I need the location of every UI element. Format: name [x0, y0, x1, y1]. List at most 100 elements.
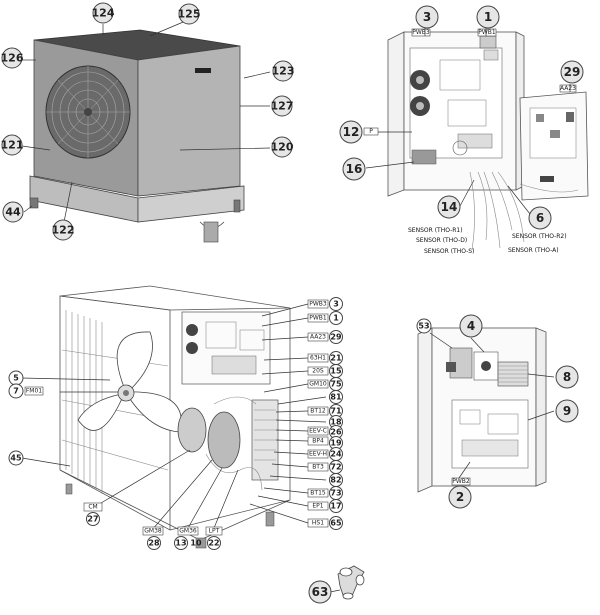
svg-text:13: 13	[175, 539, 186, 548]
callout-5: 5	[8, 370, 24, 386]
svg-text:75: 75	[330, 380, 342, 389]
tag-gm38: GM38	[142, 526, 164, 536]
callout-63: 63	[308, 580, 332, 604]
svg-text:73: 73	[330, 489, 341, 498]
callout-4: 4	[459, 314, 483, 338]
svg-text:44: 44	[5, 206, 21, 219]
callout-22: 22	[207, 536, 221, 550]
callout-1-internal: 1	[329, 311, 343, 325]
svg-text:10: 10	[190, 539, 202, 548]
callout-29: 29	[560, 60, 584, 84]
sensor-tho-r1: SENSOR (THO-R1)	[408, 227, 463, 234]
exterior-view: 124 125 126 123 127 121 120 44 122	[1, 2, 294, 243]
svg-text:9: 9	[563, 404, 571, 418]
svg-text:FM01: FM01	[26, 388, 42, 395]
callout-3-internal: 3	[329, 297, 343, 311]
svg-text:15: 15	[330, 367, 342, 376]
svg-text:121: 121	[1, 139, 24, 152]
svg-text:3: 3	[423, 10, 431, 24]
svg-text:16: 16	[346, 162, 363, 176]
callout-125: 125	[178, 3, 201, 25]
callout-124: 124	[92, 2, 115, 24]
tag-fm01: FM01	[24, 386, 44, 396]
brand-logo	[195, 68, 211, 73]
svg-text:GM36: GM36	[179, 528, 197, 535]
svg-text:GM38: GM38	[144, 528, 162, 535]
callout-28: 28	[147, 536, 161, 550]
svg-text:17: 17	[330, 502, 341, 511]
svg-text:CM: CM	[88, 504, 97, 511]
callout-16: 16	[342, 157, 366, 181]
svg-text:BT15: BT15	[310, 490, 326, 497]
internal-view: 5 7 FM01 45 PWB3 3 PWB1 1	[8, 285, 343, 550]
callout-121: 121	[1, 134, 24, 156]
callout-21: 21	[329, 351, 343, 365]
tag-pwb3-internal: PWB3	[307, 299, 329, 309]
tag-63h1: 63H1	[307, 353, 329, 363]
svg-text:72: 72	[330, 463, 341, 472]
svg-text:53: 53	[418, 322, 429, 331]
svg-text:82: 82	[330, 476, 341, 485]
svg-text:7: 7	[13, 387, 19, 396]
callout-44: 44	[2, 201, 24, 223]
tag-gm10: GM10	[307, 379, 329, 389]
svg-text:28: 28	[148, 539, 160, 548]
svg-text:P: P	[369, 128, 373, 135]
svg-text:BP4: BP4	[312, 438, 324, 445]
svg-text:EEV-C: EEV-C	[309, 428, 327, 435]
callout-82: 82	[329, 473, 343, 487]
svg-text:24: 24	[330, 450, 342, 459]
svg-text:HS1: HS1	[312, 520, 324, 527]
svg-text:120: 120	[271, 141, 294, 154]
callout-24: 24	[329, 447, 343, 461]
svg-text:125: 125	[178, 8, 201, 21]
svg-text:8: 8	[563, 370, 571, 384]
sensor-tho-r2: SENSOR (THO-R2)	[512, 233, 567, 240]
svg-text:2: 2	[456, 490, 464, 504]
callout-7: 7	[8, 383, 24, 399]
svg-text:27: 27	[87, 515, 98, 524]
svg-text:12: 12	[343, 125, 360, 139]
svg-text:PWB1: PWB1	[309, 315, 327, 322]
svg-text:29: 29	[330, 333, 342, 342]
tag-20s: 20S	[307, 366, 329, 376]
callout-19: 19	[329, 436, 343, 450]
tag-hs1: HS1	[307, 518, 329, 528]
svg-text:BT3: BT3	[312, 464, 324, 471]
svg-text:6: 6	[536, 211, 544, 225]
svg-text:AA23: AA23	[560, 85, 576, 92]
svg-text:14: 14	[441, 200, 458, 214]
tag-aa23: AA23	[559, 84, 577, 93]
svg-text:22: 22	[208, 539, 219, 548]
svg-text:1: 1	[484, 10, 492, 24]
callout-1: 1	[476, 5, 500, 29]
tag-pwb3: PWB3	[411, 28, 431, 37]
tag-bt15: BT15	[307, 488, 329, 498]
callout-53: 53	[416, 318, 432, 334]
svg-text:LPT: LPT	[209, 528, 220, 535]
svg-text:GM10: GM10	[309, 381, 327, 388]
callout-27: 27	[86, 512, 100, 526]
tag-pwb1: PWB1	[477, 28, 497, 37]
callout-17: 17	[329, 499, 343, 513]
tag-pwb1-internal: PWB1	[307, 313, 329, 323]
svg-text:126: 126	[1, 52, 24, 65]
tag-pwb2: PWB2	[451, 477, 471, 486]
sensor-tho-d: SENSOR (THO-D)	[416, 237, 467, 244]
svg-text:EP1: EP1	[312, 503, 323, 510]
tag-p: P	[363, 127, 379, 136]
svg-text:EEV-H: EEV-H	[309, 451, 327, 458]
tag-bp4: BP4	[307, 436, 329, 446]
tag-ep1: EP1	[307, 501, 329, 511]
callout-9: 9	[555, 399, 579, 423]
callout-120: 120	[271, 136, 294, 158]
callout-72: 72	[329, 460, 343, 474]
control-box-view: 53 4 8 9 PWB2 2	[416, 314, 579, 509]
callout-13: 13	[174, 536, 188, 550]
callout-122: 122	[52, 219, 74, 241]
fan-grille	[45, 65, 131, 159]
svg-text:PWB3: PWB3	[309, 301, 327, 308]
callout-2: 2	[448, 485, 472, 509]
svg-text:65: 65	[330, 519, 342, 528]
